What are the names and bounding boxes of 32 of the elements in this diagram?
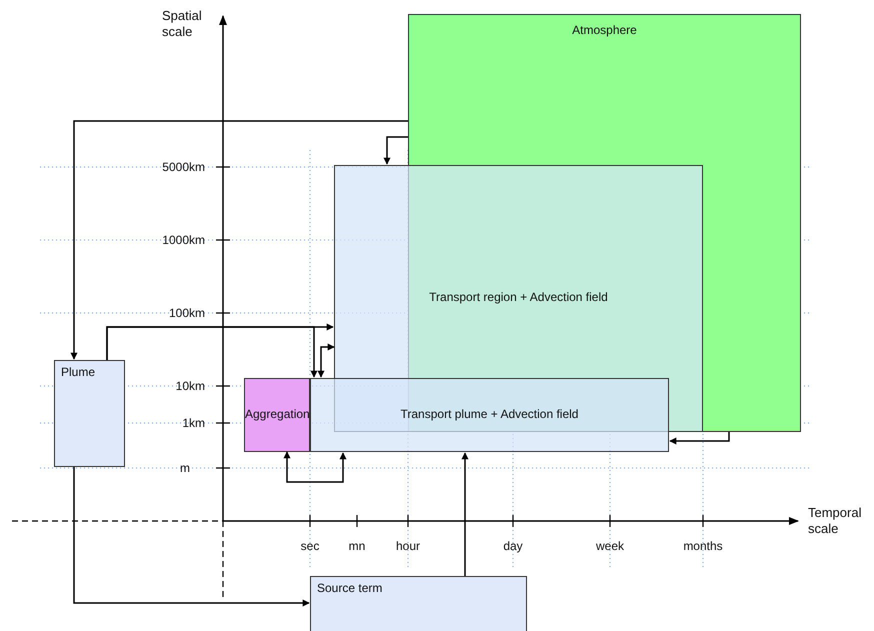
tick-label: m (179, 460, 190, 476)
tick-label: 5000km (161, 159, 205, 175)
process-box (54, 360, 125, 467)
arrow (284, 451, 346, 483)
tick-label: 1km (181, 415, 205, 431)
box-label: Atmosphere (572, 23, 637, 37)
box-label: Plume (61, 365, 96, 379)
process-box (310, 378, 669, 452)
tick-label: day (502, 538, 524, 554)
tick-label: 100km (168, 305, 205, 321)
tick-label: 1000km (161, 232, 205, 248)
arrow (70, 120, 408, 360)
axis-title: Temporal scale (808, 505, 862, 537)
tick-label: 10km (174, 378, 205, 394)
process-box (310, 576, 527, 631)
box-label: Aggregation (245, 407, 310, 421)
process-box (244, 378, 310, 452)
arrow (384, 136, 408, 165)
axis-title: Spatial scale (162, 8, 203, 40)
tick-label: months (682, 538, 724, 554)
tick-label: hour (394, 538, 422, 554)
arrow (106, 326, 318, 378)
arrow (318, 344, 335, 378)
tick-label: sec (300, 538, 320, 554)
box-label: Transport region + Advection field (429, 290, 608, 304)
arrow (73, 467, 310, 606)
arrow (462, 452, 468, 576)
arrow (669, 432, 730, 444)
box-label: Source term (317, 581, 382, 595)
tick-label: week (594, 538, 625, 554)
box-label: Transport plume + Advection field (400, 407, 578, 421)
tick-label: mn (348, 538, 366, 554)
